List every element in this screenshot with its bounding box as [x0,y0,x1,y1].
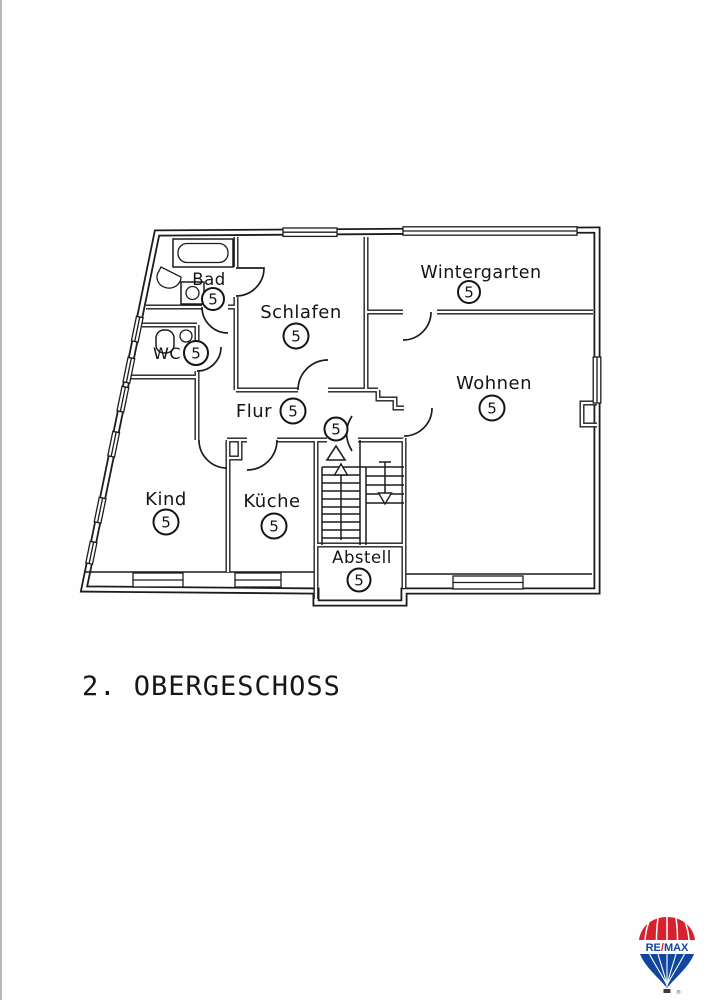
room-abstell: Abstell 5 [332,548,392,593]
door-bad [201,306,229,334]
bad-sink [156,266,182,289]
registered-mark: ® [676,989,681,996]
room-number: 5 [354,571,364,589]
room-label: Abstell [332,548,392,567]
room-number: 5 [191,344,201,362]
window-right-wohnen [592,356,602,404]
window-bottom-kind [132,572,184,588]
staircase [321,440,404,545]
balloon-icon [639,917,695,993]
entrance-triangle-icon [325,444,347,461]
room-label: Bad [192,270,225,289]
room-number: 5 [464,283,474,301]
entrance-unit-number: 5 [331,420,341,438]
room-number: 5 [291,327,301,345]
remax-balloon-logo: RE/MAX ® [639,917,695,996]
room-label: Küche [243,491,300,512]
room-label: Wintergarten [420,263,541,283]
room-number: 5 [288,402,298,420]
window-bottom-wohnen [452,575,524,590]
room-number: 5 [208,290,218,308]
room-label: Wohnen [456,373,532,394]
wc-sink [179,329,193,343]
balloon-basket [663,989,671,993]
room-wintergarten: Wintergarten 5 [420,263,541,304]
room-number: 5 [487,399,497,417]
room-label: Schlafen [260,302,342,323]
window-slant-2 [122,356,136,384]
windows [85,226,602,590]
door-schlafen [297,359,329,391]
interior-walls [131,237,597,599]
room-schlafen: Schlafen 5 [260,302,342,350]
window-top-wintergarten [402,226,578,236]
room-wc: WC 5 [153,340,209,366]
room-kind: Kind 5 [145,489,187,536]
window-slant-5 [93,496,107,524]
room-kueche: Küche 5 [243,491,300,540]
room-bad: Bad 5 [192,270,225,311]
door-wintergarten [402,311,432,341]
room-number: 5 [269,517,279,535]
door-wohnen [403,407,433,437]
room-label: Kind [145,489,187,510]
outer-walls [79,226,601,607]
window-slant-4 [107,430,121,458]
door-wc [196,346,222,372]
bathroom-fixtures [155,238,234,354]
window-slant-3 [116,385,130,413]
room-flur: Flur 5 [236,397,307,425]
window-slant-1 [130,315,144,343]
wc-toilet [155,329,175,354]
window-top-schlafen [282,227,338,238]
window-bottom-kueche [234,572,282,588]
door-arcs [196,267,433,471]
floor-title: 2. OBERGESCHOSS [82,671,341,702]
room-number: 5 [161,513,171,531]
window-slant-6 [85,540,98,566]
scan-edge-artifact [0,0,2,1000]
room-labels: Bad 5 WC 5 Schlafen 5 Wintergarten 5 Woh… [145,263,541,593]
room-wohnen: Wohnen 5 [456,373,532,422]
remax-wordmark: RE/MAX [646,942,689,954]
room-label: Flur [236,401,272,422]
bathtub [172,238,234,268]
room-label: WC [153,344,181,363]
entrance-marker: 5 [323,416,349,461]
door-kueche [246,439,278,471]
door-bad-schlafen [235,267,265,297]
door-kind [198,439,228,469]
